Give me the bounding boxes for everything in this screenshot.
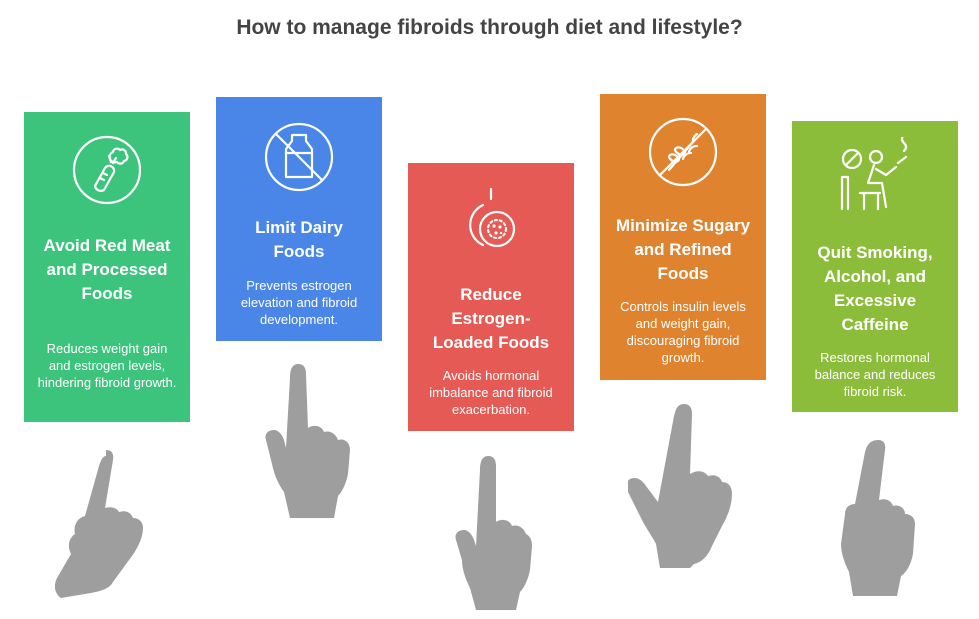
card-reduce-estrogen: Reduce Estrogen-Loaded Foods Avoids horm… [408, 163, 574, 431]
fruit-icon [469, 187, 516, 248]
pointing-hand-icon [841, 440, 915, 596]
pointing-hand-icon [628, 404, 732, 568]
card-quit-smoking: Quit Smoking, Alcohol, and Excessive Caf… [792, 121, 958, 412]
card-heading: Limit Dairy Foods [255, 218, 343, 261]
card-description: Reduces weight gain and estrogen levels,… [37, 341, 177, 390]
no-milk-icon [264, 122, 334, 192]
card-description: Prevents estrogen elevation and fibroid … [240, 278, 358, 327]
pointing-hand-icon [265, 364, 350, 518]
card-description: Avoids hormonal imbalance and fibroid ex… [429, 368, 553, 417]
card-heading: Quit Smoking, Alcohol, and Excessive Caf… [817, 243, 933, 334]
no-smoking-icon [840, 137, 908, 211]
pointing-hand-icon [54, 450, 144, 598]
card-heading: Reduce Estrogen-Loaded Foods [432, 285, 550, 352]
vegetables-icon [72, 135, 142, 205]
page-title: How to manage fibroids through diet and … [236, 16, 743, 39]
card-description: Controls insulin levels and weight gain,… [620, 299, 746, 365]
card-limit-dairy: Limit Dairy Foods Prevents estrogen elev… [216, 97, 382, 341]
card-description: Restores hormonal balance and reduces fi… [814, 350, 936, 399]
card-heading: Minimize Sugary and Refined Foods [615, 216, 751, 283]
card-avoid-red-meat: Avoid Red Meat and Processed Foods Reduc… [24, 112, 190, 422]
card-heading: Avoid Red Meat and Processed Foods [43, 236, 171, 303]
no-grain-icon [648, 117, 718, 187]
pointing-hand-icon [455, 456, 532, 610]
card-minimize-sugar: Minimize Sugary and Refined Foods Contro… [600, 94, 766, 380]
